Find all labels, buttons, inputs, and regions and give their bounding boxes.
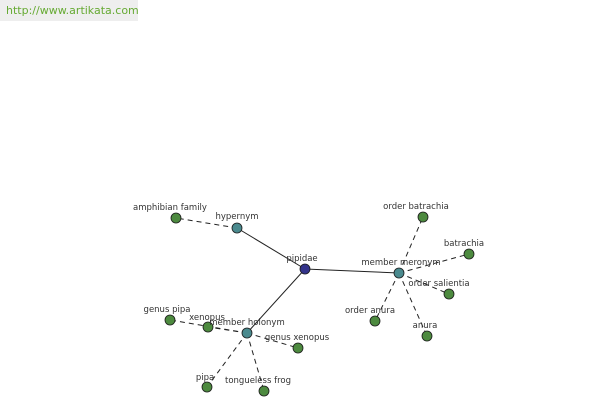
node-order-anura[interactable] — [369, 315, 381, 327]
edge-member-meronym-order-batrachia — [398, 216, 424, 274]
node-label-order-anura[interactable]: order anura — [345, 306, 395, 316]
edge-pipidae-member-meronym — [304, 268, 400, 274]
node-label-member-meronym[interactable]: member meronym — [361, 258, 440, 268]
node-hypernym[interactable] — [231, 222, 243, 234]
node-amphibian-family[interactable] — [170, 212, 182, 224]
node-pipidae[interactable] — [299, 263, 311, 275]
edge-member-meronym-order-salientia — [398, 272, 450, 295]
edge-pipidae-hypernym — [236, 227, 306, 270]
edge-member-meronym-anura — [398, 272, 428, 337]
node-label-order-batrachia[interactable]: order batrachia — [383, 202, 449, 212]
node-label-xenopus[interactable]: xenopus — [189, 313, 225, 323]
node-xenopus[interactable] — [202, 321, 214, 333]
node-order-batrachia[interactable] — [417, 211, 429, 223]
node-label-genus-pipa[interactable]: genus pipa — [144, 305, 191, 315]
node-member-meronym[interactable] — [393, 267, 405, 279]
graph-labels: pipidae hypernym member meronym member holo… — [133, 202, 484, 386]
watermark-bar: http://www.artikata.com — [0, 0, 139, 21]
edge-pipidae-member-holonym — [246, 268, 306, 334]
node-label-tongueless-frog[interactable]: tongueless frog — [225, 376, 291, 386]
node-tongueless-frog[interactable] — [258, 385, 270, 397]
edge-member-holonym-pipa — [206, 332, 248, 388]
edge-member-holonym-xenopus — [207, 326, 248, 334]
node-batrachia[interactable] — [463, 248, 475, 260]
edge-member-meronym-batrachia — [398, 253, 470, 274]
edge-hypernym-amphibian-family — [175, 217, 238, 229]
node-label-amphibian-family[interactable]: amphibian family — [133, 203, 207, 213]
watermark-url-link[interactable]: http://www.artikata.com — [6, 4, 139, 17]
node-label-hypernym[interactable]: hypernym — [215, 212, 258, 222]
node-label-pipa[interactable]: pipa — [196, 373, 214, 383]
node-label-pipidae[interactable]: pipidae — [286, 254, 317, 264]
node-label-batrachia[interactable]: batrachia — [444, 239, 484, 249]
node-label-genus-xenopus[interactable]: genus xenopus — [265, 333, 330, 343]
graph-edges — [169, 216, 470, 392]
node-order-salientia[interactable] — [443, 288, 455, 300]
edge-member-holonym-tongueless-frog — [246, 332, 265, 392]
node-label-order-salientia[interactable]: order salientia — [408, 279, 469, 289]
node-label-member-holonym[interactable]: member holonym — [209, 318, 284, 328]
node-label-anura[interactable]: anura — [413, 321, 438, 331]
node-anura[interactable] — [421, 330, 433, 342]
node-pipa[interactable] — [201, 381, 213, 393]
node-genus-xenopus[interactable] — [292, 342, 304, 354]
node-member-holonym[interactable] — [241, 327, 253, 339]
node-genus-pipa[interactable] — [164, 314, 176, 326]
graph-nodes — [164, 211, 475, 397]
